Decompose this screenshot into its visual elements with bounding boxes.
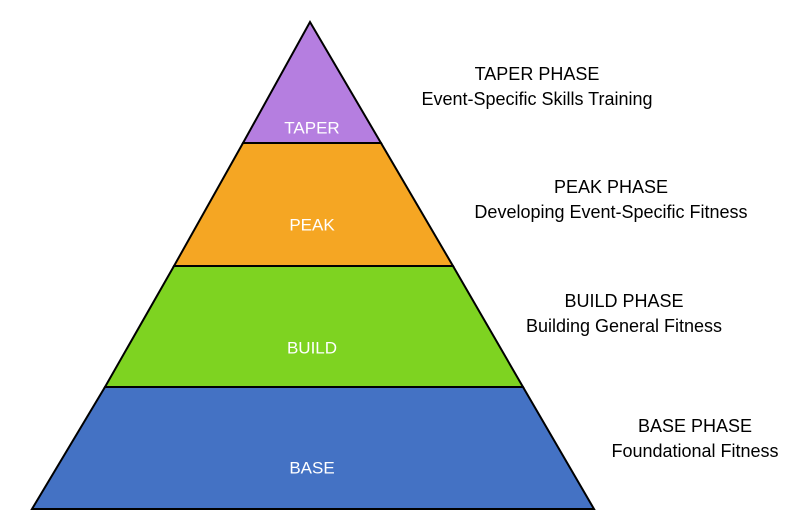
phase-build-subtitle: Building General Fitness [525, 316, 723, 336]
tier-taper-label: TAPER [284, 118, 339, 137]
tier-base [30, 386, 596, 510]
phase-taper-title: TAPER PHASE [474, 64, 600, 84]
phase-peak-title: PEAK PHASE [553, 177, 669, 197]
phase-base-subtitle: Foundational Fitness [611, 441, 779, 461]
phase-taper: TAPER PHASE Event-Specific Skills Traini… [421, 62, 652, 112]
phase-peak-subtitle: Developing Event-Specific Fitness [474, 202, 748, 222]
tier-base-label: BASE [289, 458, 334, 477]
phase-taper-subtitle: Event-Specific Skills Training [421, 89, 653, 109]
phase-base-title: BASE PHASE [637, 416, 753, 436]
phase-peak: PEAK PHASE Developing Event-Specific Fit… [474, 175, 747, 225]
tier-peak-label: PEAK [289, 215, 335, 234]
phase-base: BASE PHASE Foundational Fitness [611, 414, 778, 464]
tier-build [103, 265, 525, 388]
phase-build: BUILD PHASE Building General Fitness [526, 289, 722, 339]
phase-build-title: BUILD PHASE [564, 291, 684, 311]
tier-build-label: BUILD [287, 338, 337, 357]
tier-peak [172, 142, 455, 267]
